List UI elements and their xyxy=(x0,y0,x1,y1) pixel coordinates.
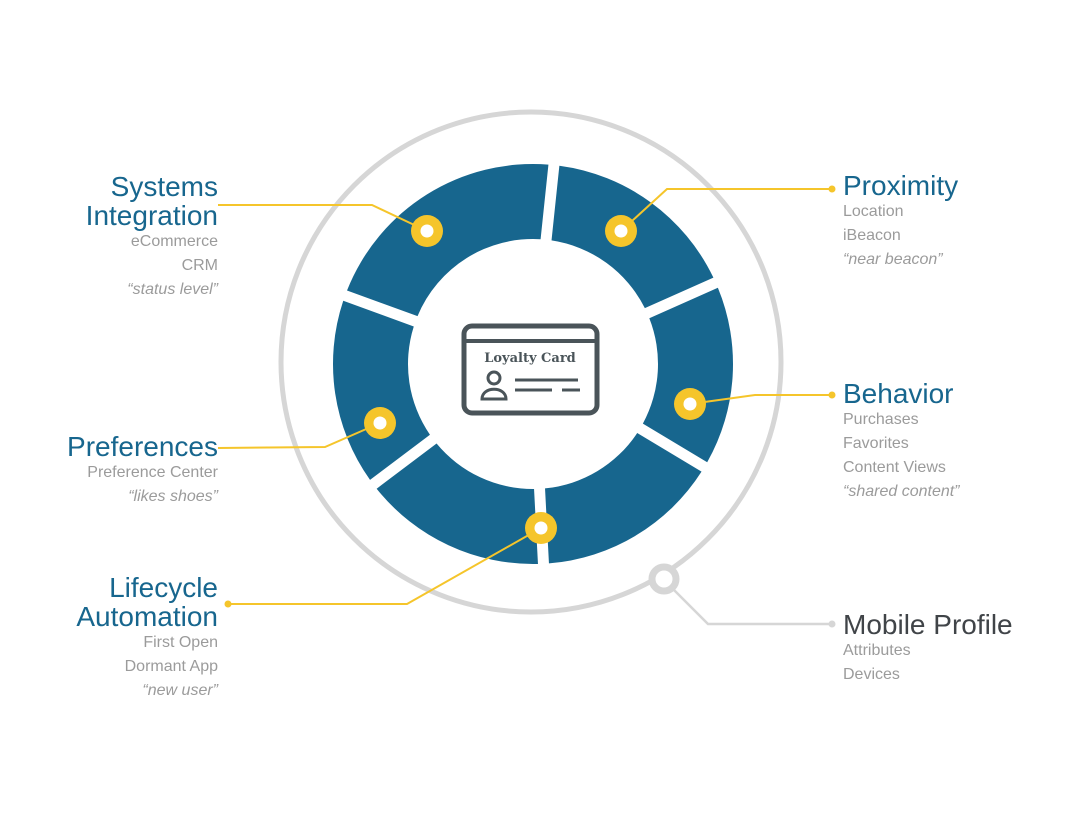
quote-shared-content: “shared content” xyxy=(843,483,960,500)
item-crm: CRM xyxy=(181,257,218,274)
connector-end-dots xyxy=(224,185,836,608)
item-first-open: First Open xyxy=(143,634,218,651)
item-dormant-app: Dormant App xyxy=(124,658,218,675)
title-line: Automation xyxy=(76,601,218,632)
quote-likes-shoes: “likes shoes” xyxy=(128,488,218,505)
mobile-profile-node xyxy=(648,563,680,595)
item-preference-center: Preference Center xyxy=(87,464,218,481)
connector-behavior xyxy=(689,394,832,405)
connector-mobile xyxy=(663,579,830,626)
title-preferences: Preferences xyxy=(67,432,218,461)
item-ibeacon: iBeacon xyxy=(843,227,901,244)
item-attributes: Attributes xyxy=(843,642,911,659)
segment-ring xyxy=(332,163,733,564)
end-dot-mobile xyxy=(828,620,836,628)
title-systems-integration: Systems Integration xyxy=(86,172,218,230)
label-behavior: Behavior Purchases Favorites Content Vie… xyxy=(843,379,960,504)
label-lifecycle-automation: Lifecycle Automation First Open Dormant … xyxy=(76,573,218,703)
node-preferences xyxy=(364,407,396,439)
connector-proximity xyxy=(620,188,832,232)
end-dot-lifecycle xyxy=(224,600,232,608)
item-favorites: Favorites xyxy=(843,435,909,452)
label-mobile-profile: Mobile Profile Attributes Devices xyxy=(843,610,1013,687)
segment-lifecycle xyxy=(376,443,538,564)
title-line: Proximity xyxy=(843,170,959,201)
node-lifecycle xyxy=(525,512,557,544)
connector-preferences xyxy=(217,422,381,449)
node-behavior xyxy=(674,388,706,420)
end-dot-proximity xyxy=(828,185,836,193)
segment-nodes xyxy=(364,215,706,544)
connector-lifecycle xyxy=(228,527,542,605)
segment-systems xyxy=(347,163,549,317)
quote-status-level: “status level” xyxy=(127,281,218,298)
label-proximity: Proximity Location iBeacon “near beacon” xyxy=(843,171,958,272)
outer-ring xyxy=(278,109,784,615)
item-devices: Devices xyxy=(843,666,900,683)
connector-lines xyxy=(217,188,832,605)
title-lifecycle-automation: Lifecycle Automation xyxy=(76,573,218,631)
card-avatar-head xyxy=(486,370,502,386)
node-systems xyxy=(411,215,443,247)
quote-near-beacon: “near beacon” xyxy=(843,251,943,268)
connector-systems xyxy=(218,204,428,232)
item-purchases: Purchases xyxy=(843,411,919,428)
title-line: Lifecycle xyxy=(109,572,218,603)
title-mobile-profile: Mobile Profile xyxy=(843,610,1013,639)
loyalty-card-icon: Loyalty Card xyxy=(461,323,600,416)
item-ecommerce: eCommerce xyxy=(130,233,218,250)
label-systems-integration: Systems Integration eCommerce CRM “statu… xyxy=(86,172,218,302)
card-avatar-body xyxy=(480,387,508,401)
node-proximity xyxy=(605,215,637,247)
segment-behavior-upper xyxy=(642,287,733,463)
item-location: Location xyxy=(843,203,904,220)
title-line: Mobile Profile xyxy=(843,609,1013,640)
end-dot-behavior xyxy=(828,391,836,399)
label-preferences: Preferences Preference Center “likes sho… xyxy=(67,432,218,509)
card-text: Loyalty Card xyxy=(484,351,576,366)
title-line: Integration xyxy=(85,200,218,231)
item-content-views: Content Views xyxy=(843,459,946,476)
segment-preferences xyxy=(332,300,430,480)
title-behavior: Behavior xyxy=(843,379,960,408)
title-proximity: Proximity xyxy=(843,171,958,200)
segment-behavior-lower xyxy=(545,433,702,564)
title-line: Systems xyxy=(110,171,218,202)
title-line: Preferences xyxy=(67,431,218,462)
quote-new-user: “new user” xyxy=(142,682,218,699)
title-line: Behavior xyxy=(843,378,954,409)
